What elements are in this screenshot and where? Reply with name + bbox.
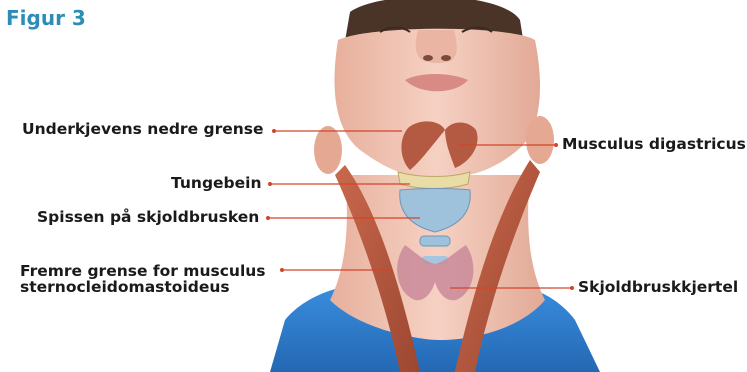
leader-dot-hyoid xyxy=(268,182,272,186)
leader-dot-jaw-border xyxy=(272,129,276,133)
nostril-left xyxy=(423,55,433,61)
label-thyroid-gland: Skjoldbruskkjertel xyxy=(578,279,738,296)
leader-dot-digastric xyxy=(554,143,558,147)
leader-dot-scm-front xyxy=(280,268,284,272)
cricoid-cartilage xyxy=(420,236,450,246)
label-scm-front-border-line2: sternocleidomastoideus xyxy=(20,279,230,296)
leader-dot-thyroid-cartilage xyxy=(266,216,270,220)
nostril-right xyxy=(441,55,451,61)
label-hyoid: Tungebein xyxy=(171,175,262,192)
left-ear xyxy=(314,126,342,174)
label-thyroid-cartilage-tip: Spissen på skjoldbrusken xyxy=(37,209,259,226)
right-ear xyxy=(526,116,554,164)
label-digastric: Musculus digastricus xyxy=(562,136,746,153)
leader-dot-thyroid-gland xyxy=(570,286,574,290)
label-jaw-border: Underkjevens nedre grense xyxy=(22,121,264,138)
